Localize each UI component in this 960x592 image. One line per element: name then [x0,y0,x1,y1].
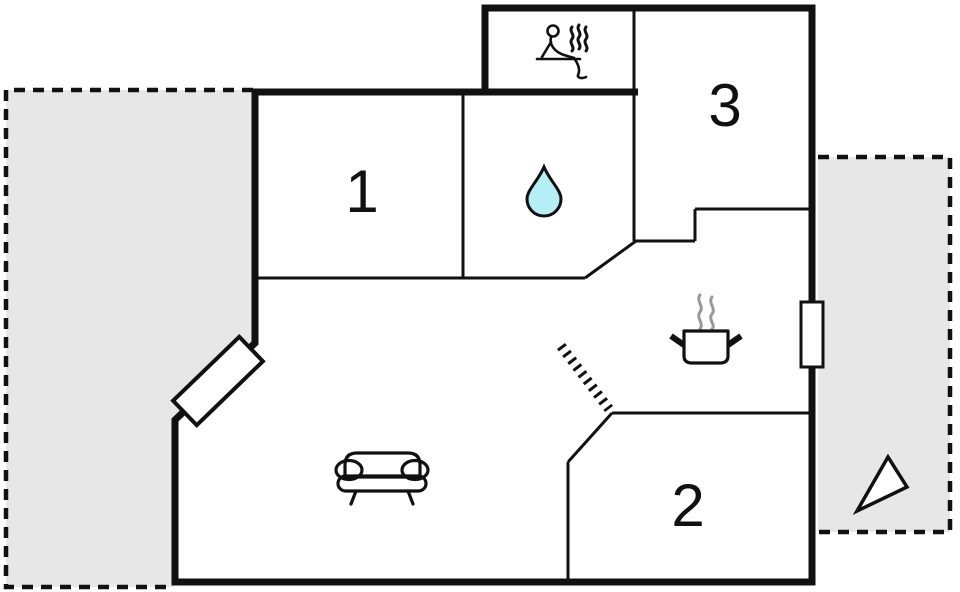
sauna-icon [535,23,589,80]
door [170,333,266,429]
cooking-pot-icon [669,293,743,365]
steam-wave [583,25,589,53]
room-3-label: 3 [708,72,741,139]
sauna-person-torso [549,35,576,60]
sauna-person-arm [540,40,553,59]
sofa-arm-left [334,458,364,482]
room-2-label: 2 [671,472,704,539]
pot-steam [697,293,715,331]
left-terrace-dashed-border [3,87,253,590]
window [799,300,825,369]
door-leaf [170,333,266,429]
steam-wave [576,23,582,51]
sofa-icon [334,451,430,506]
sauna-steam [569,23,589,53]
wall-bathroom-diagonal [584,239,637,280]
pot-body [682,329,730,365]
sauna-person-leg [572,56,588,80]
interior-walls [252,8,810,582]
pot-handle-left [669,333,686,348]
right-terrace-dashed-border [818,154,953,535]
steam-wave [697,293,703,331]
room-1-label: 1 [345,158,378,225]
steam-wave [569,25,575,53]
left-terrace-area [6,90,253,587]
left-terrace [3,87,253,590]
sofa-leg-right [406,489,415,506]
sauna-person-head [546,24,560,38]
compass-needle-icon [852,453,910,516]
water-drop-icon [525,163,563,218]
wall-room2-diagonal [566,411,614,464]
building-interior [175,8,812,582]
sofa-seat [336,474,428,493]
sofa-arm-right [400,458,430,482]
pot-handle-right [726,333,743,348]
steam-wave [709,295,715,331]
sofa-leg-left [349,489,358,506]
